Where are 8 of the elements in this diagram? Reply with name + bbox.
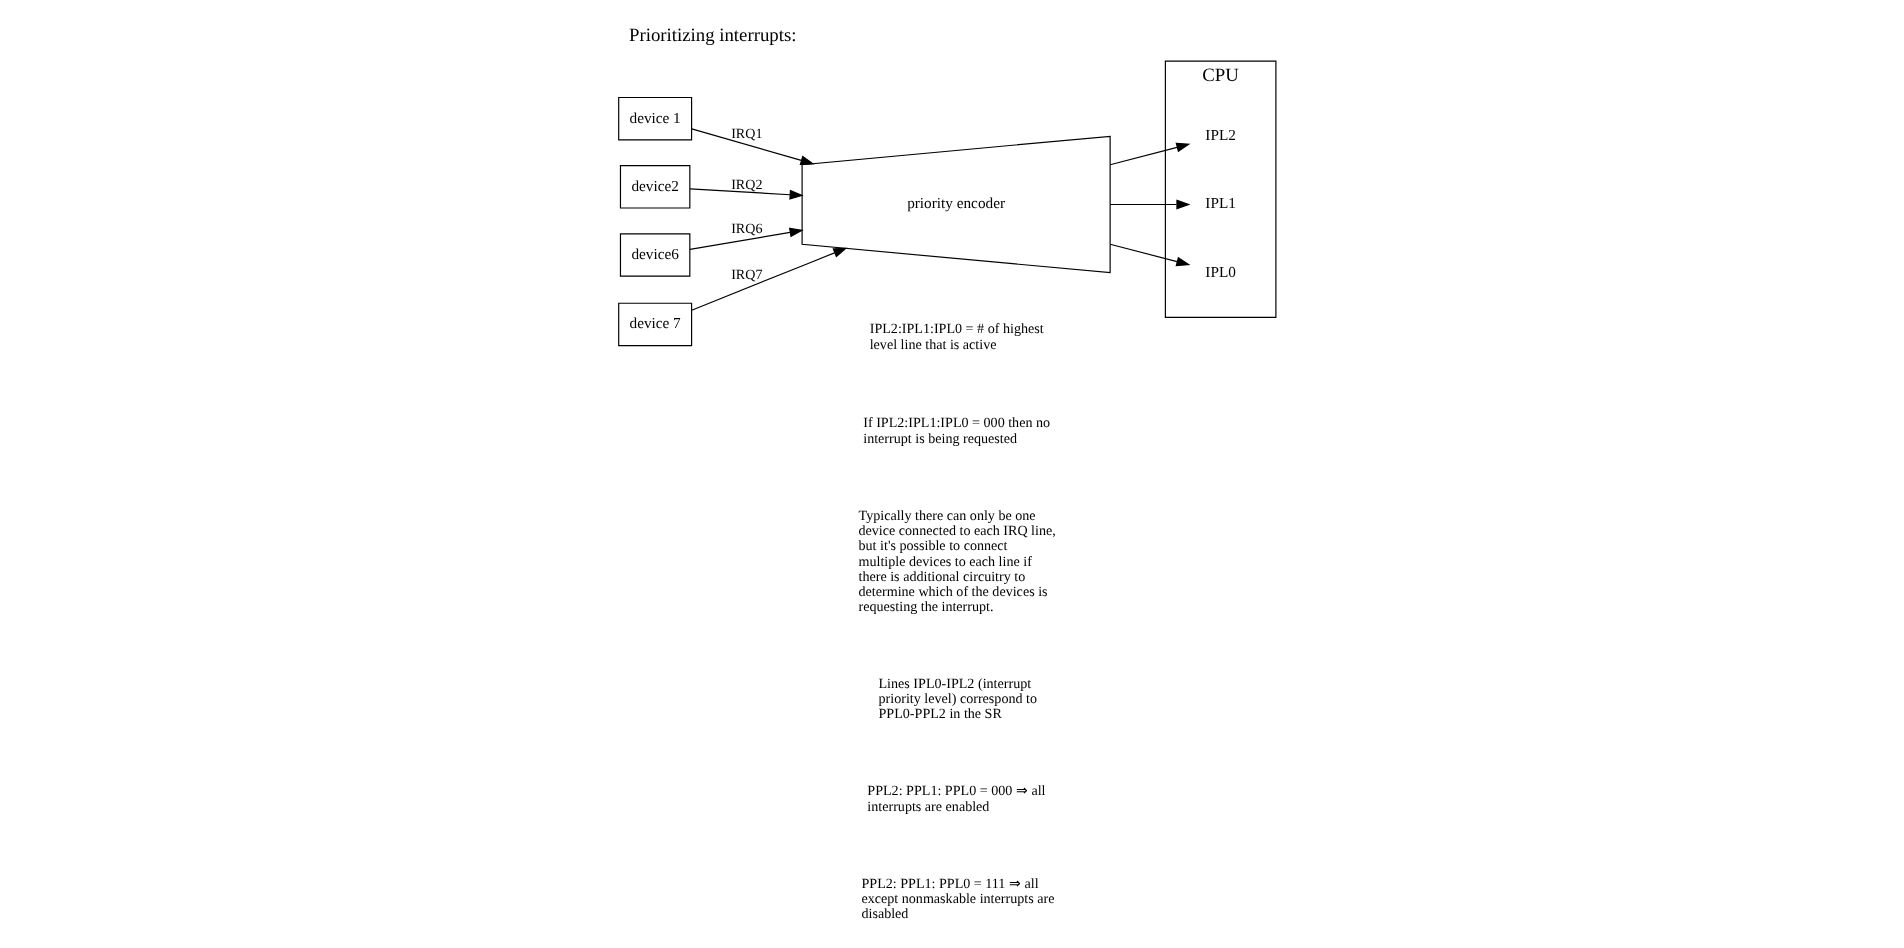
- diagram-title: Prioritizing interrupts:: [629, 26, 797, 47]
- arrow: [689, 188, 804, 200]
- arrow: [689, 227, 804, 250]
- arrow: [1109, 142, 1191, 166]
- arrow: [1109, 199, 1191, 210]
- arrow: [691, 128, 815, 165]
- arrow: [1109, 243, 1191, 267]
- arrow: [691, 247, 848, 311]
